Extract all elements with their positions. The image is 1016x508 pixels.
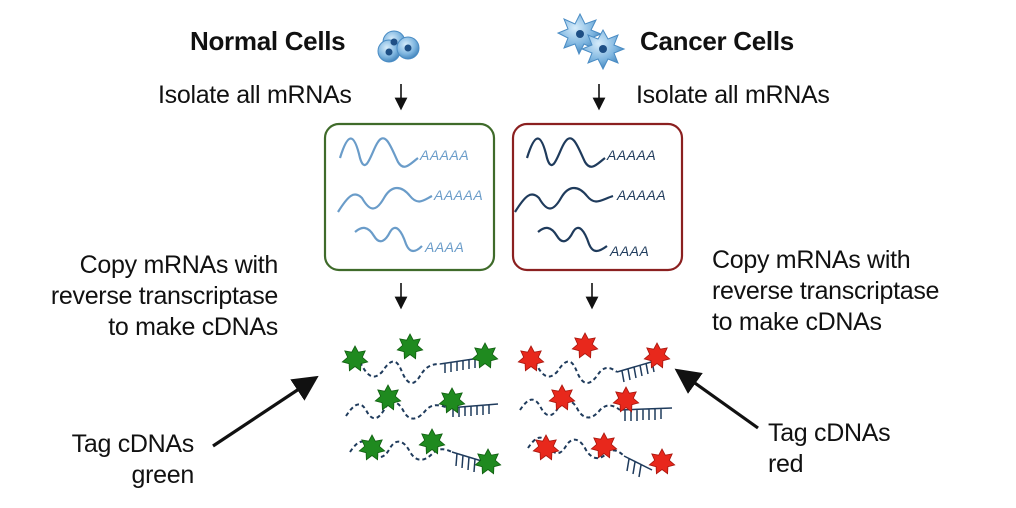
cancer-copy-line-3: to make cDNAs	[712, 308, 882, 336]
down-arrows	[394, 84, 606, 310]
green-tag-star-1	[341, 345, 369, 372]
green-tag-star-6	[358, 434, 386, 461]
cancer-cells-icon	[556, 12, 626, 71]
cancer-tag-label: Tag cDNAs red	[768, 418, 891, 480]
red-tag-star-5	[612, 386, 640, 413]
normal-copy-label: Copy mRNAs with reverse transcriptase to…	[51, 250, 278, 343]
cancer-tag-arrow	[674, 368, 759, 430]
red-tags	[517, 332, 676, 475]
cancer-tag-line-1: Tag cDNAs	[768, 419, 891, 447]
green-tag-star-8	[474, 448, 502, 475]
normal-tag-label: Tag cDNAs green	[71, 429, 195, 491]
red-tag-star-4	[548, 384, 576, 411]
normal-tag-line-2: green	[131, 461, 195, 489]
normal-tail-3: AAAA	[424, 239, 464, 255]
red-tag-star-3	[643, 342, 671, 369]
red-tag-star-2	[571, 332, 599, 359]
cancer-mrna-tails: AAAAA AAAAA AAAA	[606, 147, 666, 259]
normal-polyt-combs	[439, 357, 499, 473]
cancer-polyt-combs	[616, 359, 673, 478]
cancer-tail-2: AAAAA	[616, 187, 666, 203]
cancer-cells-title: Cancer Cells	[640, 26, 794, 56]
cancer-copy-label: Copy mRNAs with reverse transcriptase to…	[712, 245, 939, 338]
green-tags	[341, 333, 502, 475]
normal-tail-2: AAAAA	[433, 187, 483, 203]
normal-tag-arrow	[212, 375, 319, 448]
green-tag-star-3	[471, 342, 499, 369]
cancer-tag-line-2: red	[768, 450, 804, 478]
normal-tag-line-1: Tag cDNAs	[71, 430, 195, 458]
green-tag-star-5	[438, 387, 466, 414]
green-tag-star-2	[396, 333, 424, 360]
cancer-mrna-waves	[514, 137, 614, 253]
cancer-copy-line-2: reverse transcriptase	[712, 277, 940, 305]
normal-cells-title: Normal Cells	[190, 26, 346, 56]
normal-mrna-tails: AAAAA AAAAA AAAA	[419, 147, 483, 255]
green-tag-star-7	[418, 428, 446, 455]
cancer-tail-3: AAAA	[609, 243, 649, 259]
normal-mrna-waves	[337, 137, 433, 253]
normal-copy-line-1: Copy mRNAs with	[79, 251, 279, 279]
red-tag-star-1	[517, 345, 545, 372]
normal-isolate-label: Isolate all mRNAs	[158, 81, 352, 109]
normal-copy-line-3: to make cDNAs	[108, 313, 278, 341]
cancer-tail-1: AAAAA	[606, 147, 656, 163]
red-tag-star-6	[532, 434, 560, 461]
cancer-copy-line-1: Copy mRNAs with	[712, 246, 911, 274]
normal-tail-1: AAAAA	[419, 147, 469, 163]
normal-cells-icon	[377, 30, 420, 63]
green-tag-star-4	[374, 384, 402, 411]
red-tag-star-8	[648, 448, 676, 475]
cancer-isolate-label: Isolate all mRNAs	[636, 81, 830, 109]
red-tag-star-7	[590, 432, 618, 459]
normal-copy-line-2: reverse transcriptase	[50, 282, 278, 310]
